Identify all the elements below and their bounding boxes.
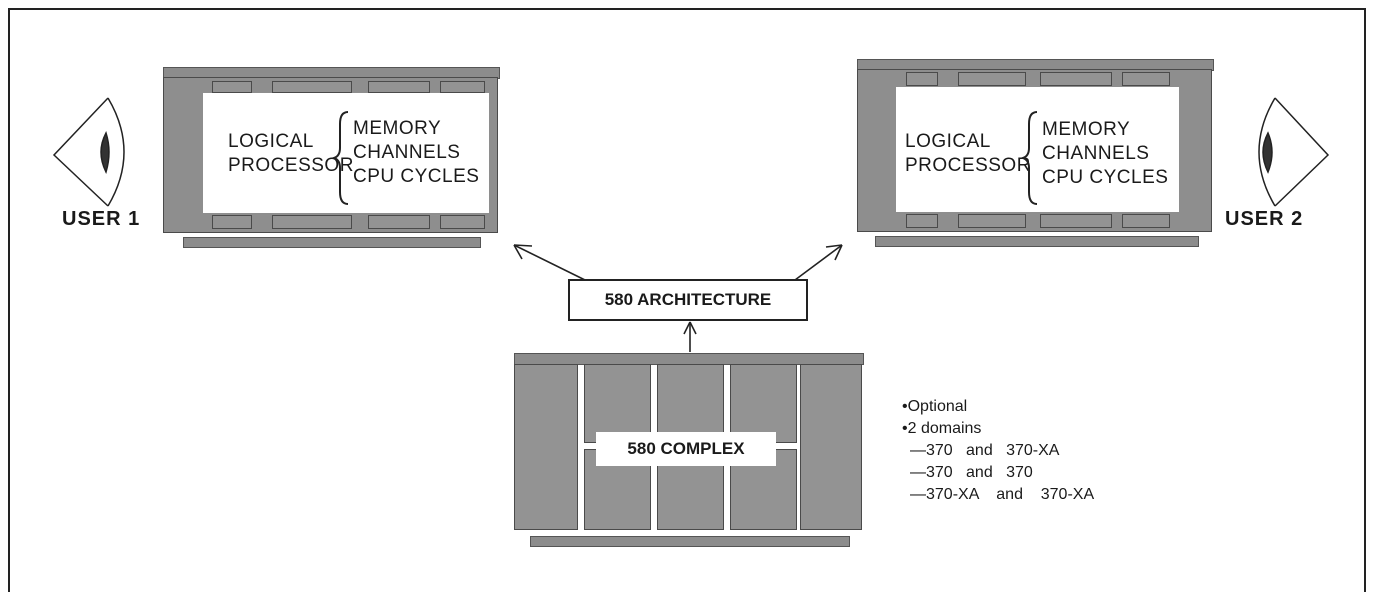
note-sub-item-1: —370 and 370-XA xyxy=(910,442,1060,459)
right-resource-memory: MEMORY xyxy=(1042,119,1131,140)
architecture-box: 580 ARCHITECTURE xyxy=(568,279,808,321)
complex-label-box: 580 COMPLEX xyxy=(596,432,776,466)
left-logical-label-line1: LOGICAL xyxy=(228,131,314,152)
complex-side-left xyxy=(514,364,578,530)
note-sub-item-3: —370-XA and 370-XA xyxy=(910,486,1095,503)
notes-list: •Optional •2 domains —370 and 370-XA —37… xyxy=(902,396,1094,506)
arrow-to-user-1 xyxy=(513,244,586,281)
arrow-to-user-2 xyxy=(794,244,843,281)
right-logical-label-line1: LOGICAL xyxy=(905,131,991,152)
right-brace xyxy=(1019,111,1038,205)
right-resource-cpu-cycles: CPU CYCLES xyxy=(1042,167,1169,188)
right-base-strip xyxy=(875,236,1199,247)
left-logical-label-line2: PROCESSOR xyxy=(228,155,354,176)
complex-label: 580 COMPLEX xyxy=(627,439,745,458)
diagram-frame xyxy=(8,8,1366,592)
left-base-strip xyxy=(183,237,481,248)
left-brace xyxy=(330,111,349,205)
complex-base-strip xyxy=(530,536,850,547)
right-resource-channels: CHANNELS xyxy=(1042,143,1150,164)
right-logical-label-line2: PROCESSOR xyxy=(905,155,1031,176)
architecture-label: 580 ARCHITECTURE xyxy=(604,290,772,309)
left-resource-cpu-cycles: CPU CYCLES xyxy=(353,166,480,187)
right-screen xyxy=(896,87,1179,212)
arrow-complex-to-architecture xyxy=(683,321,697,352)
user-2-label: USER 2 xyxy=(1225,208,1304,230)
note-bullet-domains: •2 domains xyxy=(902,420,982,437)
left-resource-channels: CHANNELS xyxy=(353,142,461,163)
user-1-label: USER 1 xyxy=(62,208,141,230)
eye-icon xyxy=(52,97,125,207)
note-bullet-optional: •Optional xyxy=(902,398,968,415)
note-sub-item-2: —370 and 370 xyxy=(910,464,1033,481)
eye-icon xyxy=(1258,97,1330,207)
left-resource-memory: MEMORY xyxy=(353,118,442,139)
complex-side-right xyxy=(800,364,862,530)
